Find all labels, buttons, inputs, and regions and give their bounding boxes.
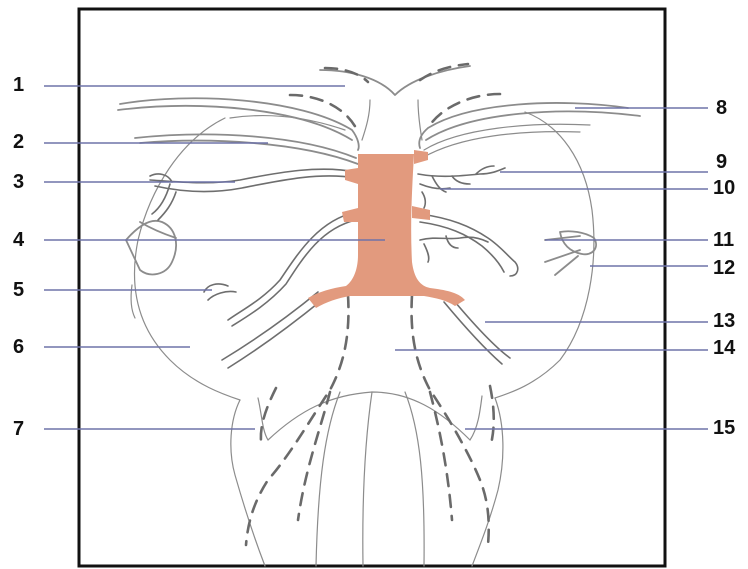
label-14: 14 — [713, 338, 735, 358]
label-10: 10 — [713, 178, 735, 198]
label-8: 8 — [716, 98, 727, 118]
label-3: 3 — [13, 172, 24, 192]
basilar-artery — [308, 150, 465, 308]
label-15: 15 — [713, 418, 735, 438]
label-12: 12 — [713, 258, 735, 278]
label-9: 9 — [716, 152, 727, 172]
right-superior-root — [414, 150, 428, 164]
label-6: 6 — [13, 337, 24, 357]
dashed-contours — [246, 64, 500, 545]
label-5: 5 — [13, 280, 24, 300]
right-aica-root — [412, 206, 430, 220]
label-7: 7 — [13, 419, 24, 439]
label-13: 13 — [713, 311, 735, 331]
left-superior-cerebellar-root — [345, 168, 358, 184]
label-2: 2 — [13, 132, 24, 152]
label-4: 4 — [13, 230, 24, 250]
brain-outline — [118, 66, 640, 566]
vessels — [150, 166, 518, 368]
left-aica-root — [342, 208, 358, 222]
label-11: 11 — [713, 230, 734, 250]
label-1: 1 — [13, 75, 24, 95]
